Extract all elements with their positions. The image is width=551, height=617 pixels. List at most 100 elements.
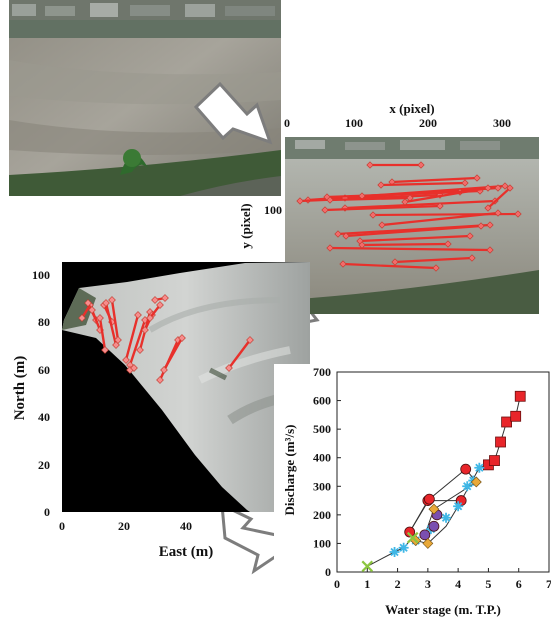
pixel-track-line xyxy=(359,234,471,243)
map-track-line xyxy=(104,302,118,346)
pixel-track-point xyxy=(341,204,349,212)
map-track-line xyxy=(110,299,120,341)
map-track-line xyxy=(228,339,251,369)
chart-y-tick-label: 300 xyxy=(313,479,331,493)
pixel-track-point xyxy=(484,184,492,192)
chart-data-point xyxy=(514,390,526,402)
map-track-point xyxy=(84,299,92,307)
chart-x-tick-label: 0 xyxy=(334,577,340,591)
pixel-track-point xyxy=(506,184,514,192)
pixel-track-point xyxy=(468,254,476,262)
map-track-point xyxy=(130,364,138,372)
pixel-track-line xyxy=(394,256,473,264)
map-track-point xyxy=(146,314,154,322)
map-track-line xyxy=(162,337,184,371)
chart-y-tick-label: 700 xyxy=(313,365,331,379)
map-y-tick: 60 xyxy=(38,363,50,377)
map-track-point xyxy=(141,326,149,334)
orthorectified-river-image xyxy=(62,262,310,512)
chart-x-axis-label: Water stage (m. T.P.) xyxy=(385,602,501,617)
chart-plot-area xyxy=(336,371,550,573)
pixel-track-line xyxy=(404,186,489,204)
chart-data-point xyxy=(510,410,522,422)
map-track-point xyxy=(122,356,130,364)
map-x-tick: 20 xyxy=(118,519,130,533)
chart-data-point xyxy=(462,481,473,492)
pixel-track-point xyxy=(432,264,440,272)
map-x-axis: 0 20 40 East (m) xyxy=(59,519,213,560)
chart-data-point xyxy=(453,501,464,512)
pixel-track-point xyxy=(486,246,494,254)
chart-x-tick-label: 6 xyxy=(516,577,522,591)
map-track-point xyxy=(96,314,104,322)
map-track-point xyxy=(88,306,96,314)
map-x-tick: 0 xyxy=(59,519,65,533)
chart-x-tick-label: 5 xyxy=(485,577,491,591)
pixel-x-axis: x (pixel) 0 100 200 300 xyxy=(284,101,511,130)
map-track-line xyxy=(149,304,161,319)
map-y-axis: 0 20 40 60 80 100 North (m) xyxy=(12,268,50,519)
map-track-line xyxy=(90,309,102,331)
pixel-track-point xyxy=(494,209,502,217)
map-track-line xyxy=(98,317,107,351)
map-track-point xyxy=(160,366,168,374)
chart-y-tick-label: 200 xyxy=(313,508,331,522)
pixel-x-tick: 0 xyxy=(284,116,290,130)
chart-data-point xyxy=(404,526,416,538)
chart-y-tick-label: 400 xyxy=(313,451,331,465)
map-y-tick: 80 xyxy=(38,315,50,329)
flow-arrow-1 xyxy=(193,81,273,145)
pixel-track-line xyxy=(344,199,496,210)
pixel-track-point xyxy=(342,232,350,240)
pixel-track-point xyxy=(366,161,374,169)
chart-y-axis-label: Discharge (m³/s) xyxy=(282,425,297,516)
pixel-track-line xyxy=(329,196,411,202)
chart-y-tick-label: 500 xyxy=(313,422,331,436)
pixel-track-point xyxy=(358,241,366,249)
pixel-track-point xyxy=(436,202,444,210)
pixel-track-point xyxy=(466,232,474,240)
chart-data-point xyxy=(423,493,435,505)
pixel-track-line xyxy=(381,211,499,227)
map-track-point xyxy=(178,334,186,342)
map-track-point xyxy=(156,301,164,309)
map-track-line xyxy=(128,319,147,366)
pixel-track-point xyxy=(326,196,334,204)
pixel-track-point xyxy=(377,181,385,189)
pixel-x-tick: 200 xyxy=(419,116,437,130)
chart-x-tick-label: 4 xyxy=(455,577,461,591)
pixel-track-line xyxy=(361,242,449,247)
map-track-point xyxy=(161,294,169,302)
pixel-track-point xyxy=(326,244,334,252)
pixel-track-point xyxy=(417,161,425,169)
chart-y-tick-label: 0 xyxy=(325,565,331,579)
map-track-point xyxy=(134,311,142,319)
orthorectified-map-panel: 0 20 40 East (m) 0 20 40 60 80 100 North… xyxy=(12,262,310,560)
pixel-track-point xyxy=(444,240,452,248)
chart-data-point xyxy=(361,560,374,573)
pixel-track-point xyxy=(477,222,485,230)
map-track-point xyxy=(78,314,86,322)
pixel-track-line xyxy=(380,181,466,187)
pixel-x-tick: 300 xyxy=(493,116,511,130)
chart-data-point xyxy=(489,455,500,466)
pixel-x-tick: 100 xyxy=(345,116,363,130)
pixel-track-point xyxy=(378,221,386,229)
map-track-point xyxy=(101,346,109,354)
pixel-track-point xyxy=(461,179,469,187)
map-track-line xyxy=(124,314,140,361)
pixel-track-point xyxy=(339,260,347,268)
chart-data-point xyxy=(474,462,485,473)
chart-data-point xyxy=(428,520,440,532)
pixel-y-axis-label: y (pixel) xyxy=(238,203,253,248)
river-camera-photo xyxy=(9,0,281,196)
chart-data-point xyxy=(422,538,434,549)
map-track-point xyxy=(246,336,254,344)
map-y-tick: 0 xyxy=(44,505,50,519)
map-track-point xyxy=(156,376,164,384)
pixel-track-point xyxy=(296,197,304,205)
map-track-point xyxy=(102,299,110,307)
pixel-track-line xyxy=(329,246,491,252)
pixel-track-line xyxy=(324,204,441,212)
